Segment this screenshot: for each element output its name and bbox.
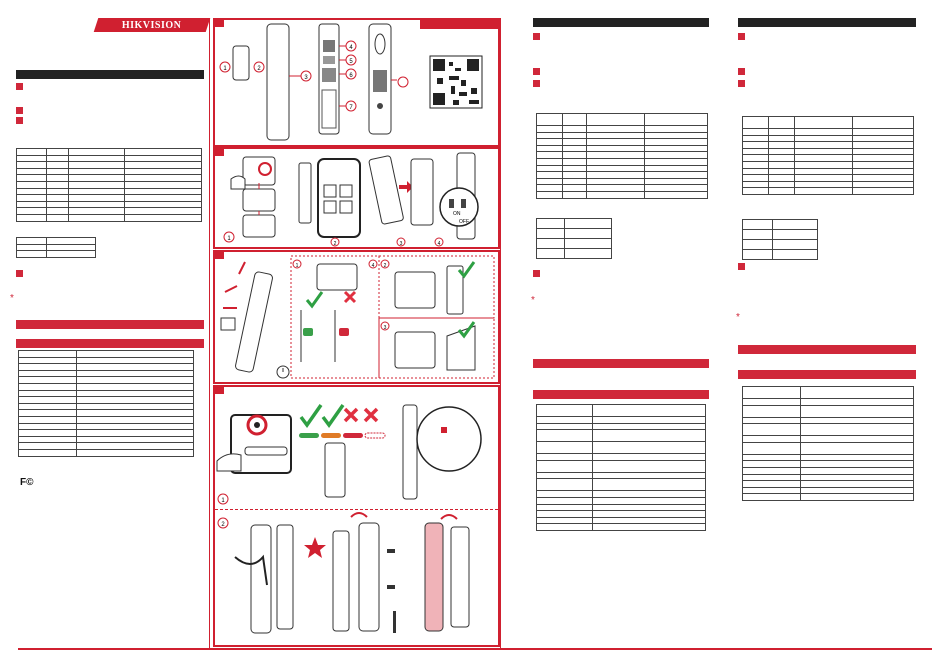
star-icon: * <box>10 293 14 304</box>
bullet-square <box>738 68 745 75</box>
panel-mounting: 1 2 <box>213 385 500 647</box>
cross-icon <box>343 290 357 304</box>
cross-icon <box>363 407 379 423</box>
section-header-bar <box>16 320 204 329</box>
step-number: 2 <box>221 522 225 528</box>
step-number: 4 <box>438 241 441 247</box>
device-overview-diagram: 1 2 3 4 5 6 7 <box>219 20 498 141</box>
callout-number: 7 <box>349 105 353 111</box>
panel-device-overview: 1 2 3 4 5 6 7 <box>213 18 500 147</box>
switch-label: OFF <box>459 219 469 225</box>
callout-number: 4 <box>349 45 353 51</box>
brand-logo: HIKVISION <box>93 18 211 32</box>
bullet-square <box>16 270 23 277</box>
step-number: 4 <box>372 263 375 269</box>
star-icon <box>304 537 326 558</box>
finger-press-icon <box>230 175 246 190</box>
bullet-square <box>738 263 745 270</box>
mounting-diagram: 1 2 <box>216 403 482 634</box>
installation-test-diagram: 1 2 3 4 <box>220 255 495 379</box>
check-icon <box>305 291 324 309</box>
step-number: 3 <box>400 241 403 247</box>
brand-logo-text: HIKVISION <box>122 19 182 31</box>
panel-tab <box>213 147 224 156</box>
check-icon <box>457 261 476 279</box>
section-header-bar <box>16 339 204 348</box>
bullet-square <box>738 80 745 87</box>
bullet-square <box>738 33 745 40</box>
parameter-table <box>536 404 706 531</box>
bullet-square <box>533 80 540 87</box>
spec-table <box>742 116 914 195</box>
app-pairing-diagram: 1 2 3 ON OFF 4 <box>223 152 479 247</box>
callout-number: 6 <box>349 73 353 79</box>
battery-cover-icon <box>424 522 444 632</box>
panel-tab <box>213 18 224 27</box>
finger-press-icon <box>216 453 242 472</box>
parameter-table <box>18 350 194 457</box>
star-icon: * <box>531 295 535 306</box>
section-header-bar <box>16 70 204 79</box>
section-header-bar <box>533 18 709 27</box>
section-header-bar <box>738 370 916 379</box>
step-number: 2 <box>384 263 387 269</box>
bullet-square <box>533 68 540 75</box>
section-header-bar <box>738 18 916 27</box>
section-header-bar <box>533 359 709 368</box>
step-number: 3 <box>384 325 387 331</box>
bullet-square <box>533 270 540 277</box>
spec-table <box>536 113 708 199</box>
magnet-icon <box>232 45 250 81</box>
small-table <box>16 237 96 258</box>
check-icon <box>299 403 323 428</box>
bullet-square <box>16 107 23 114</box>
column-divider <box>209 18 210 648</box>
spec-table <box>16 148 202 222</box>
sensor-device-icon <box>266 23 290 141</box>
step-number: 1 <box>221 498 225 504</box>
fcc-logo: F© <box>20 477 34 488</box>
parameter-table <box>742 386 914 501</box>
small-table <box>742 219 818 260</box>
qr-code-icon <box>429 55 483 109</box>
callout-number: 3 <box>304 75 308 81</box>
bullet-square <box>16 83 23 90</box>
cross-icon <box>343 407 359 423</box>
bullet-square <box>533 33 540 40</box>
small-table <box>536 218 612 259</box>
panel-app-pairing: 1 2 3 ON OFF 4 <box>213 147 500 249</box>
section-header-bar <box>738 345 916 354</box>
screw-icon <box>387 549 396 633</box>
column-divider <box>500 18 501 648</box>
step-number: 1 <box>227 236 231 242</box>
dip-switch-zoom <box>439 187 479 227</box>
callout-number: 5 <box>349 59 353 65</box>
panel-tab <box>213 250 224 259</box>
check-icon <box>321 403 345 428</box>
phone-app-icon <box>317 158 361 238</box>
callout-number: 2 <box>257 66 261 72</box>
panel-tab <box>213 385 224 394</box>
switch-label: ON <box>453 211 461 217</box>
step-number: 2 <box>334 241 337 247</box>
star-icon: * <box>736 312 740 323</box>
step-separator <box>215 509 498 510</box>
step-number: 1 <box>296 263 299 269</box>
callout-number: 1 <box>223 66 227 72</box>
bullet-square <box>16 117 23 124</box>
section-header-bar <box>533 390 709 399</box>
window-frame-icon <box>446 325 476 371</box>
check-icon <box>457 321 476 339</box>
panel-installation-test: 1 2 3 4 <box>213 250 500 384</box>
bottom-rule <box>18 648 932 650</box>
